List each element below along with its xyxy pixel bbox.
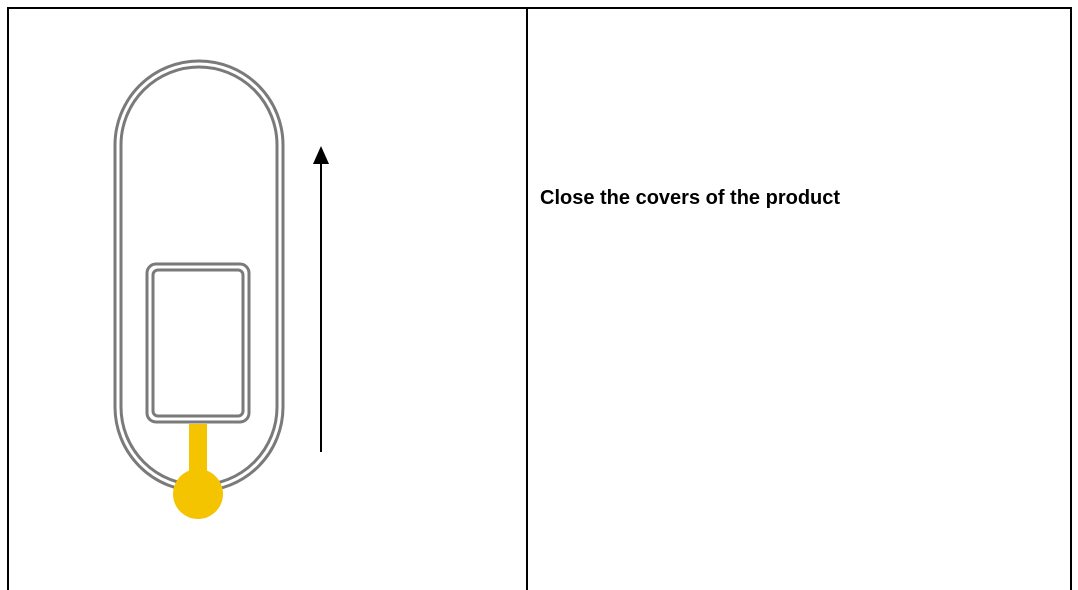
instruction-text: Close the covers of the product	[540, 187, 840, 210]
device-closed-icon	[7, 9, 526, 590]
arrow-up-icon	[313, 146, 329, 452]
column-divider	[526, 7, 528, 590]
cover-window-inner	[153, 270, 243, 416]
pull-tab-knob	[173, 469, 223, 519]
illustration-cell	[7, 9, 526, 590]
cover-window-outer	[147, 264, 249, 422]
